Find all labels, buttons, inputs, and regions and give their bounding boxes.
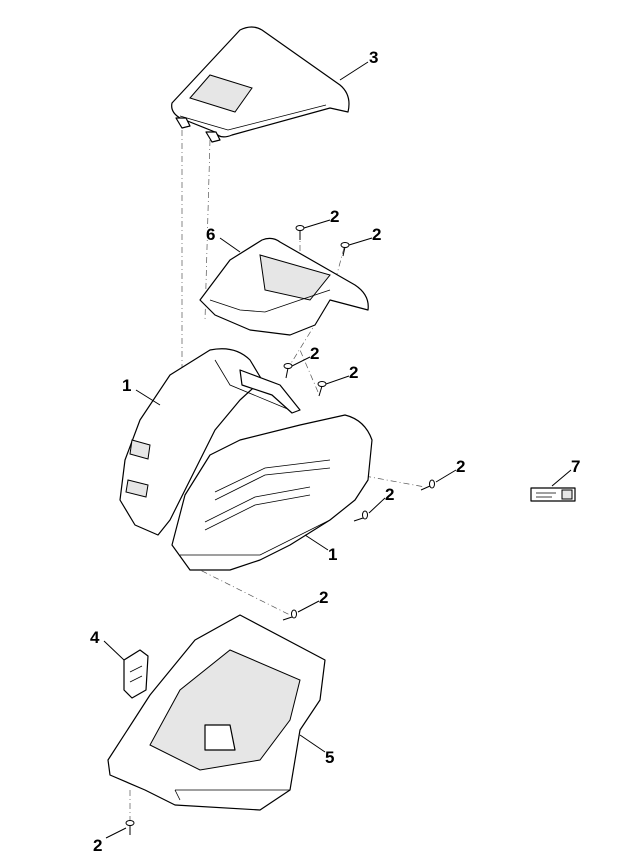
callout-2: 2 [349,363,358,382]
screw-icon [317,381,327,397]
callout-3: 3 [369,48,378,67]
screw-icon [353,510,368,522]
leader-lines [103,61,572,839]
screw-icon [295,225,305,240]
screw-icon [283,363,293,379]
part-1-left-shell[interactable] [119,348,301,536]
callout-2: 2 [330,207,339,226]
callouts: 3 2 2 6 2 2 1 2 7 2 1 2 4 5 2 [90,48,580,855]
callout-2: 2 [310,344,319,363]
part-5-bottom-housing[interactable] [107,614,326,811]
callout-6: 6 [206,225,215,244]
part-7-label[interactable] [530,487,576,502]
callout-2: 2 [93,836,102,855]
callout-2: 2 [456,457,465,476]
part-6-bracket[interactable] [199,237,369,336]
part-1-right-shell[interactable] [171,414,373,571]
screw-icon [125,820,135,835]
part-4-clip[interactable] [123,649,149,699]
screw-icon [420,479,435,491]
callout-5: 5 [325,748,334,767]
screw-icon [282,609,297,621]
part-3-top-cover[interactable] [171,26,350,143]
screw-icon [340,242,350,257]
callout-2: 2 [372,225,381,244]
callout-1: 1 [122,376,131,395]
callout-2: 2 [385,485,394,504]
callout-2: 2 [319,588,328,607]
callout-1: 1 [328,545,337,564]
callout-4: 4 [90,628,100,647]
screws [125,225,435,835]
callout-7: 7 [571,457,580,476]
